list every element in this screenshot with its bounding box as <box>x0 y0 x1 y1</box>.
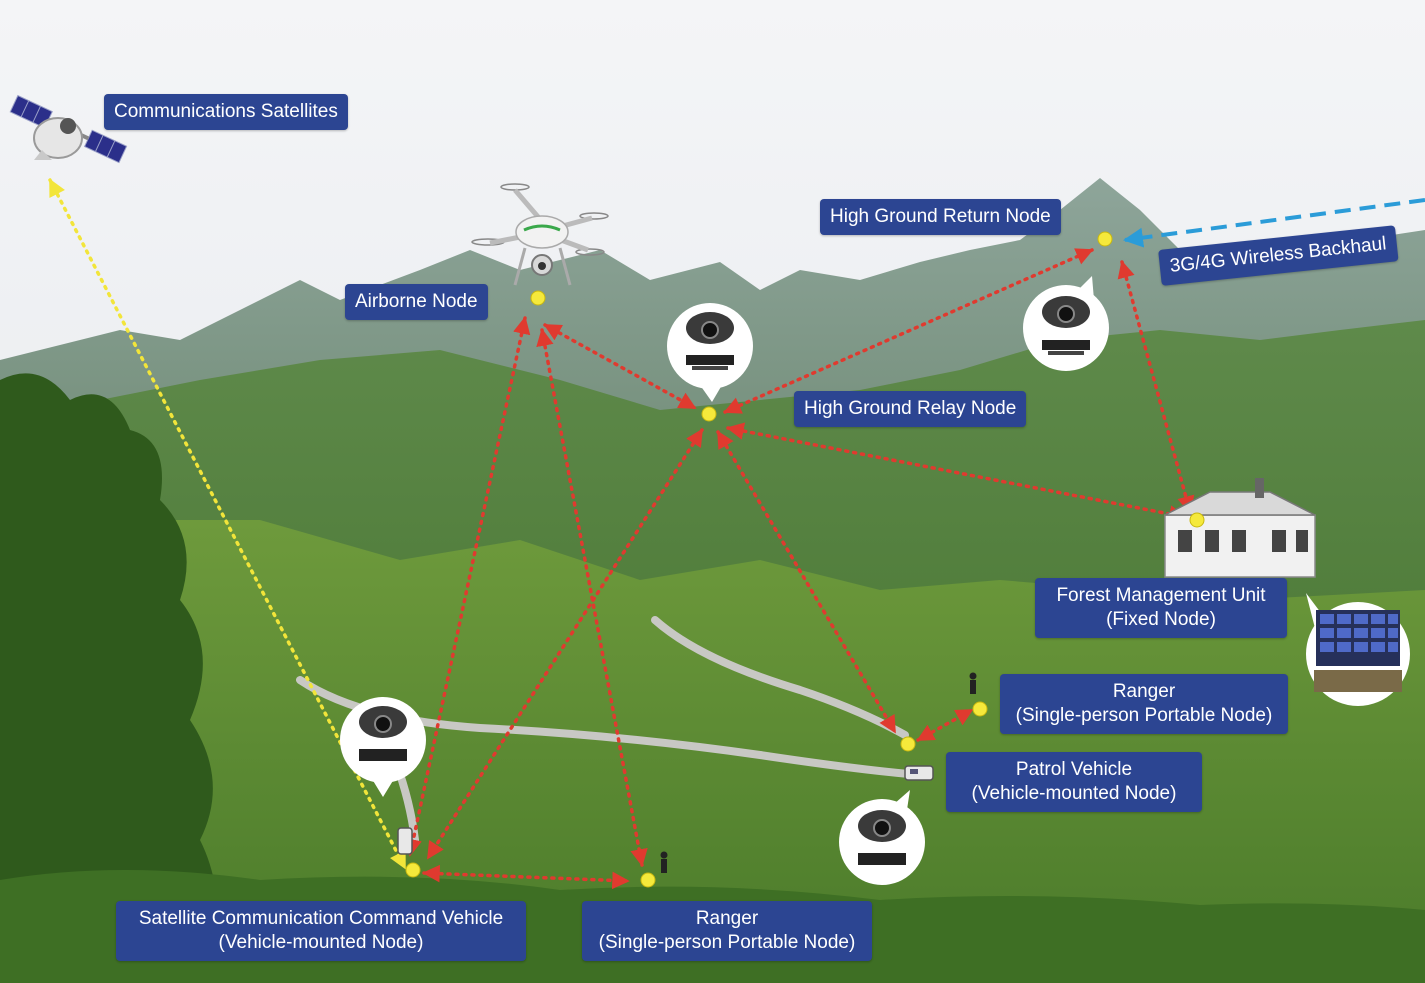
label-command-vehicle: Satellite Communication Command Vehicle … <box>116 901 526 961</box>
label-text: Patrol Vehicle <box>1015 759 1133 780</box>
links <box>48 178 1425 890</box>
label-subtext: (Single-person Portable Node) <box>598 932 856 953</box>
node-patrol-vehicle <box>900 736 916 752</box>
label-high-ground-relay-node: High Ground Relay Node <box>794 391 1027 427</box>
label-subtext: (Single-person Portable Node) <box>1015 705 1273 726</box>
camera-bubble-command <box>340 697 426 797</box>
link-relay-return <box>723 248 1094 414</box>
label-text: Airborne Node <box>355 291 478 312</box>
link-airborne-relay <box>543 323 697 410</box>
vehicle-icon <box>904 765 934 781</box>
node-command-vehicle <box>405 862 421 878</box>
label-text: Satellite Communication Command Vehicle <box>138 908 504 929</box>
label-text: High Ground Return Node <box>830 206 1051 227</box>
label-subtext: (Vehicle-mounted Node) <box>971 783 1177 804</box>
label-patrol-vehicle: Patrol Vehicle (Vehicle-mounted Node) <box>946 752 1202 812</box>
label-text: Forest Management Unit <box>1056 585 1266 606</box>
link-relay-command <box>426 428 704 860</box>
node-ranger-bottom <box>640 872 656 888</box>
satellite-icon <box>9 94 128 164</box>
label-subtext: (Fixed Node) <box>1106 609 1216 630</box>
node-forest-unit <box>1189 512 1205 528</box>
link-patrol-ranger <box>916 708 974 742</box>
label-high-ground-return-node: High Ground Return Node <box>820 199 1061 235</box>
monitor-wall-bubble <box>1306 593 1410 706</box>
label-subtext: (Vehicle-mounted Node) <box>218 932 424 953</box>
label-text: Ranger <box>1112 681 1176 702</box>
label-ranger-bottom: Ranger (Single-person Portable Node) <box>582 901 872 961</box>
link-relay-patrol <box>716 430 897 734</box>
dome-camera-icon <box>858 810 906 865</box>
label-forest-management-unit: Forest Management Unit (Fixed Node) <box>1035 578 1287 638</box>
label-ranger-right: Ranger (Single-person Portable Node) <box>1000 674 1288 734</box>
camera-bubble-patrol <box>839 790 925 885</box>
dome-camera-icon <box>1042 296 1090 355</box>
node-high-return <box>1097 231 1113 247</box>
link-satellite-command <box>48 178 407 870</box>
dome-camera-icon <box>359 706 407 761</box>
building-icon <box>1164 478 1316 578</box>
label-text: High Ground Relay Node <box>804 398 1017 419</box>
drone-icon <box>471 183 609 286</box>
link-return-forest <box>1117 260 1195 514</box>
label-text: Ranger <box>695 908 759 929</box>
link-relay-forest <box>726 422 1187 523</box>
person-icon <box>660 851 668 873</box>
monitor-wall-icon <box>1314 610 1402 692</box>
person-icon <box>969 672 977 694</box>
label-airborne-node: Airborne Node <box>345 284 488 320</box>
camera-bubble-return <box>1023 276 1109 371</box>
node-airborne <box>530 290 546 306</box>
link-command-ranger <box>422 864 630 890</box>
label-text: Communications Satellites <box>114 101 338 122</box>
node-high-relay <box>701 406 717 422</box>
link-backhaul <box>1123 198 1425 248</box>
camera-bubble-relay <box>667 303 753 402</box>
node-ranger-right <box>972 701 988 717</box>
vehicle-icon <box>397 827 413 855</box>
dome-camera-icon <box>686 312 734 370</box>
label-communications-satellites: Communications Satellites <box>104 94 348 130</box>
